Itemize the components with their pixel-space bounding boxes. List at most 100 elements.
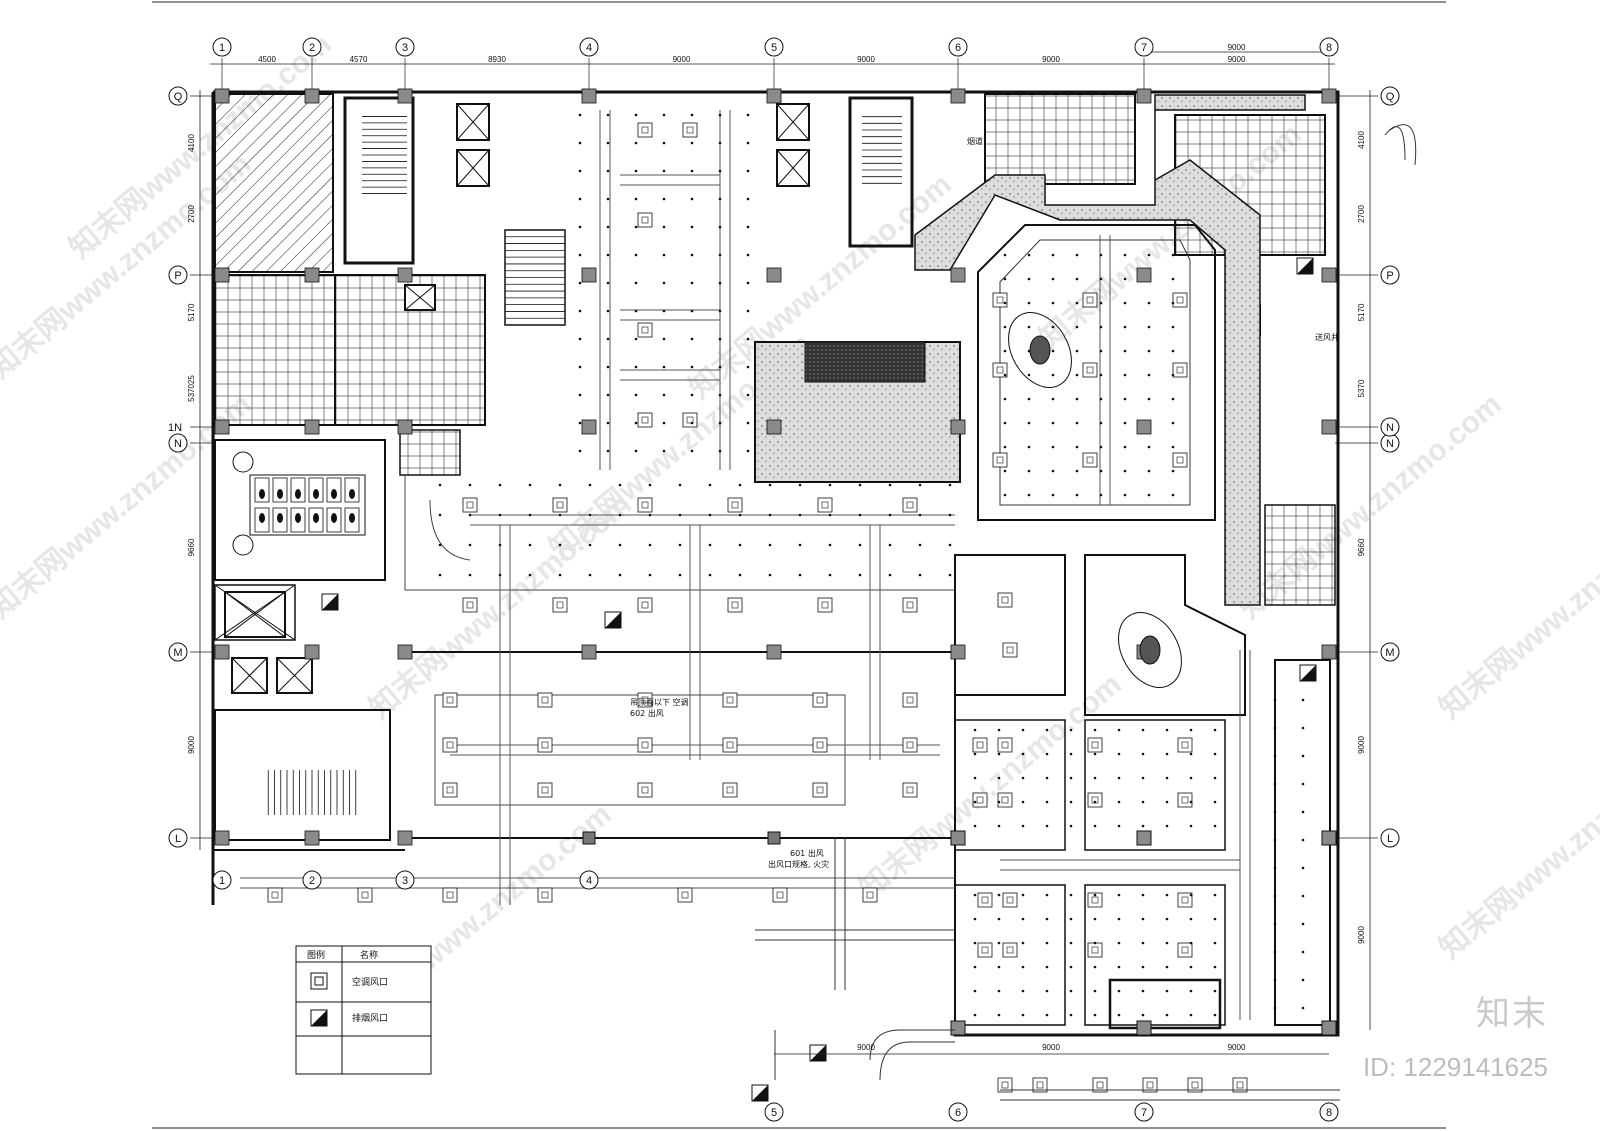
ceiling-note-2: 602 出风 <box>630 708 664 718</box>
ceiling-point <box>1003 469 1007 473</box>
ceiling-point <box>1147 469 1151 473</box>
ceiling-point <box>1003 397 1007 401</box>
ceiling-point <box>973 989 977 993</box>
grid-bubble-circle <box>1319 1102 1339 1122</box>
diffuser-outer <box>992 292 1008 308</box>
ceiling-point <box>1099 325 1103 329</box>
dimension-right: 4100 <box>1357 131 1366 149</box>
ceiling-point <box>738 543 742 547</box>
column <box>581 267 597 283</box>
diffuser-inner <box>1086 366 1094 374</box>
toilet-stall <box>326 477 342 503</box>
ceiling-point <box>828 513 832 517</box>
grid-bubble-circle <box>212 870 232 890</box>
spiral-stair-north <box>1008 312 1072 388</box>
ceiling-point <box>690 169 694 173</box>
air-diffuser <box>677 887 693 903</box>
ceiling-point <box>1301 950 1305 954</box>
air-diffuser <box>637 322 653 338</box>
grid-bubble-label: N <box>1386 438 1394 450</box>
diffuser-outer <box>902 692 918 708</box>
elevator-cross-2 <box>456 149 490 187</box>
diffuser-outer <box>1142 1077 1158 1093</box>
room-label-shaft: 送风井 <box>1315 332 1339 342</box>
column <box>397 267 413 283</box>
ceiling-point <box>1165 965 1169 969</box>
ceiling-point <box>1141 776 1145 780</box>
air-diffuser <box>722 737 738 753</box>
ceiling-point <box>768 543 772 547</box>
ceiling-point <box>438 543 442 547</box>
air-diffuser <box>1177 792 1193 808</box>
diffuser-inner <box>816 741 824 749</box>
ceiling-point <box>1213 800 1217 804</box>
ceiling-point <box>1123 445 1127 449</box>
air-diffuser <box>1002 892 1018 908</box>
ceiling-point <box>578 113 582 117</box>
watermark-text: 知末网www.znzmo.com <box>1433 488 1600 726</box>
ceiling-point <box>662 253 666 257</box>
grid-bubble-row-right: L <box>1380 828 1400 848</box>
toilet-fixture <box>313 513 319 523</box>
diffuser-outer <box>997 737 1013 753</box>
toilet-fixture <box>259 513 265 523</box>
ceiling-point <box>1099 469 1103 473</box>
toilet-fixture <box>295 513 301 523</box>
ceiling-points <box>438 113 1305 1017</box>
dimension-right: 2700 <box>1357 205 1366 223</box>
ceiling-point <box>578 449 582 453</box>
dimension-bottom: 9000 <box>1228 1043 1246 1052</box>
ceiling-point <box>662 225 666 229</box>
ceiling-point <box>1301 978 1305 982</box>
diffuser-outer <box>902 737 918 753</box>
tiled-room-north <box>984 93 1136 185</box>
grid-bubble-circle <box>1380 642 1400 662</box>
air-diffuser <box>637 497 653 513</box>
ceiling-point <box>1301 754 1305 758</box>
ceiling-point <box>1117 941 1121 945</box>
grid-bubble-circle <box>302 870 322 890</box>
ceiling-point <box>1027 373 1031 377</box>
ceiling-point <box>1147 445 1151 449</box>
diffuser-inner <box>641 501 649 509</box>
ceiling-point <box>1141 800 1145 804</box>
ceiling-point <box>1147 253 1151 257</box>
column <box>950 830 966 846</box>
column <box>767 831 781 845</box>
air-diffuser <box>992 452 1008 468</box>
ceiling-point <box>1117 917 1121 921</box>
ceiling-point <box>1069 776 1073 780</box>
column <box>950 1020 966 1036</box>
ceiling-point <box>662 309 666 313</box>
grid-bubble-label: 3 <box>402 42 408 54</box>
exhaust-vent <box>1299 664 1317 682</box>
ceiling-point <box>618 543 622 547</box>
grid-bubble-row-right-1n <box>1380 417 1400 437</box>
dimension-left: 2700 <box>187 205 196 223</box>
toilet-fixture <box>349 489 355 499</box>
ceiling-point <box>746 253 750 257</box>
air-diffuser <box>637 782 653 798</box>
ceiling-point <box>1045 824 1049 828</box>
grid-bubble-label: 8 <box>1326 1107 1332 1119</box>
air-diffuser <box>637 692 653 708</box>
column <box>304 644 320 660</box>
grid-bubble-label: 3 <box>402 875 408 887</box>
diffuser-inner <box>1091 896 1099 904</box>
ceiling-point <box>1213 824 1217 828</box>
diffuser-outer <box>1177 792 1193 808</box>
ceiling-point <box>588 483 592 487</box>
ceiling-point <box>973 965 977 969</box>
ceiling-point <box>1171 325 1175 329</box>
ceiling-point <box>438 483 442 487</box>
air-diffuser <box>1142 1077 1158 1093</box>
ceiling-point <box>1273 754 1277 758</box>
air-diffuser <box>812 782 828 798</box>
air-diffuser <box>1177 737 1193 753</box>
tiled-room-corridor <box>399 429 461 476</box>
dimension-top: 9000 <box>1228 55 1246 64</box>
diffuser-outer <box>1082 452 1098 468</box>
diffuser-inner <box>981 896 989 904</box>
ceiling-point <box>738 513 742 517</box>
diffuser-outer <box>637 497 653 513</box>
